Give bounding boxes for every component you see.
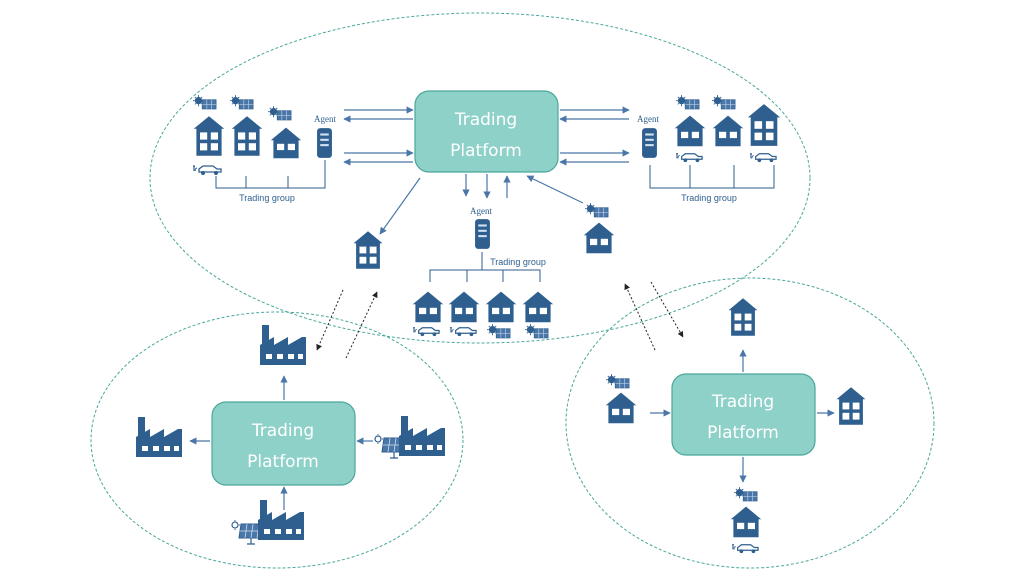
house-icon [521,290,555,323]
electric-car-icon [193,165,222,176]
solar-panel-icon [734,487,758,502]
house-icon [231,116,263,156]
left-platform-arrows [189,375,373,510]
right-platform-line1: Trading [711,392,774,412]
house-icon [836,387,866,425]
agent-label-right: Agent [637,114,659,124]
left-cluster-ellipse [90,311,464,569]
solar-panel-icon [585,203,609,218]
electric-car-icon [413,327,440,337]
solar-panel-icon [525,324,549,339]
solar-panel-icon [606,374,630,389]
agent-server-icon [317,128,332,158]
group-label-right: Trading group [681,193,737,203]
electric-car-icon [676,153,703,163]
solar-panel-icon [487,324,511,339]
right-trading-platform: Trading Platform [671,373,816,456]
right-trading-group: Agent Trading group [637,95,781,203]
house-icon [673,114,707,147]
house-icon [728,298,758,336]
agent-server-icon [475,219,490,249]
factory-icon [136,417,182,457]
inter-cluster-links [316,281,684,359]
right-cluster-ellipse [565,277,935,569]
house-icon [711,114,745,147]
solar-panel-icon [268,106,292,121]
agent-label-left: Agent [314,114,336,124]
factory-icon [258,500,304,540]
main-trading-platform: Trading Platform [414,90,559,173]
left-platform-line1: Trading [251,421,314,441]
house-icon [604,391,638,424]
solar-panel-icon [230,95,254,110]
right-platform-line2: Platform [707,423,779,443]
factory-icon [399,416,445,456]
agent-label-center: Agent [470,206,492,216]
main-cluster-ellipse [149,12,811,344]
house-icon [447,290,481,323]
group-label-center: Trading group [490,257,546,267]
center-trading-group: Agent Trading group [411,206,555,339]
right-platform-arrows [650,349,835,483]
house-icon [747,104,781,146]
house-icon [484,290,518,323]
house-icon [729,505,763,538]
factory-icon [260,325,306,365]
main-platform-line2: Platform [450,141,522,161]
group-label-left: Trading group [239,193,295,203]
solar-panel-icon [193,95,217,110]
main-platform-arrows [343,106,630,235]
agent-server-icon [642,128,657,158]
house-icon [193,116,225,156]
electric-car-icon [450,327,477,337]
main-platform-line1: Trading [454,110,517,130]
house-icon [411,290,445,323]
electric-car-icon [732,544,759,554]
solar-panel-icon [712,95,736,110]
solar-panel-icon [676,95,700,110]
house-icon [353,231,383,269]
house-icon [269,126,303,159]
electric-car-icon [750,153,777,163]
house-icon [582,221,616,254]
left-trading-group: Agent Trading group [193,95,336,203]
left-trading-platform: Trading Platform [211,401,356,486]
left-platform-line2: Platform [247,452,319,472]
